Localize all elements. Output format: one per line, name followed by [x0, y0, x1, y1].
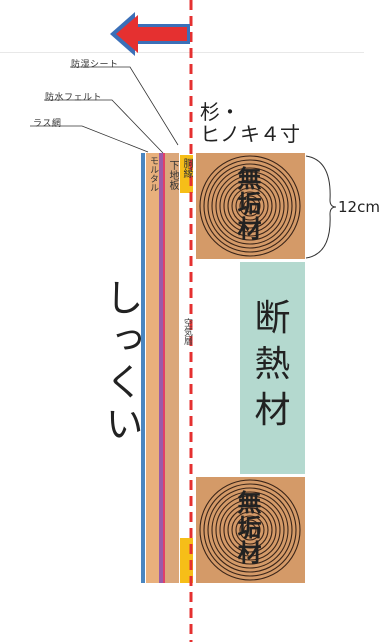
moisture-sheet-leader: [70, 66, 179, 146]
air-layer-label: 空気層: [182, 318, 192, 345]
moisture-sheet-label: 防湿シート: [71, 60, 119, 70]
timber-species-line2: ヒノキ４寸: [200, 122, 300, 146]
dobuchi-label: 胴縁: [181, 158, 192, 178]
mortar-layer: [146, 153, 159, 583]
wall-diagram: [0, 0, 364, 642]
waterproof-felt-leader: [44, 99, 164, 154]
shitaji-board: [165, 153, 179, 583]
muku-bottom-label: 無垢材: [233, 490, 261, 565]
muku-top-label: 無垢材: [233, 166, 261, 241]
layer-blue: [141, 153, 145, 583]
grain-bottom: [199, 479, 301, 581]
timber-size-label: 12cm: [338, 198, 380, 216]
lath-net-label: ラス網: [33, 119, 62, 129]
shitaji-label: 下地板: [167, 160, 178, 190]
insulation-label: 断熱材: [240, 296, 305, 434]
direction-arrow-icon: [110, 12, 190, 56]
lath-net-leader: [30, 125, 149, 153]
top-border: [0, 52, 364, 53]
finish-label: しっくい: [99, 278, 143, 446]
grain-top: [199, 155, 301, 257]
insulation-panel: [240, 262, 305, 474]
waterproof-felt-label: 防水フェルト: [45, 93, 103, 103]
timber-species-line1: 杉・: [200, 100, 240, 124]
dimension-bracket: [305, 155, 337, 259]
insulation-text: 断熱材: [254, 298, 291, 431]
layer-purple: [159, 153, 163, 583]
layer-pink: [163, 153, 165, 583]
mortar-label: モルタル: [148, 156, 158, 192]
